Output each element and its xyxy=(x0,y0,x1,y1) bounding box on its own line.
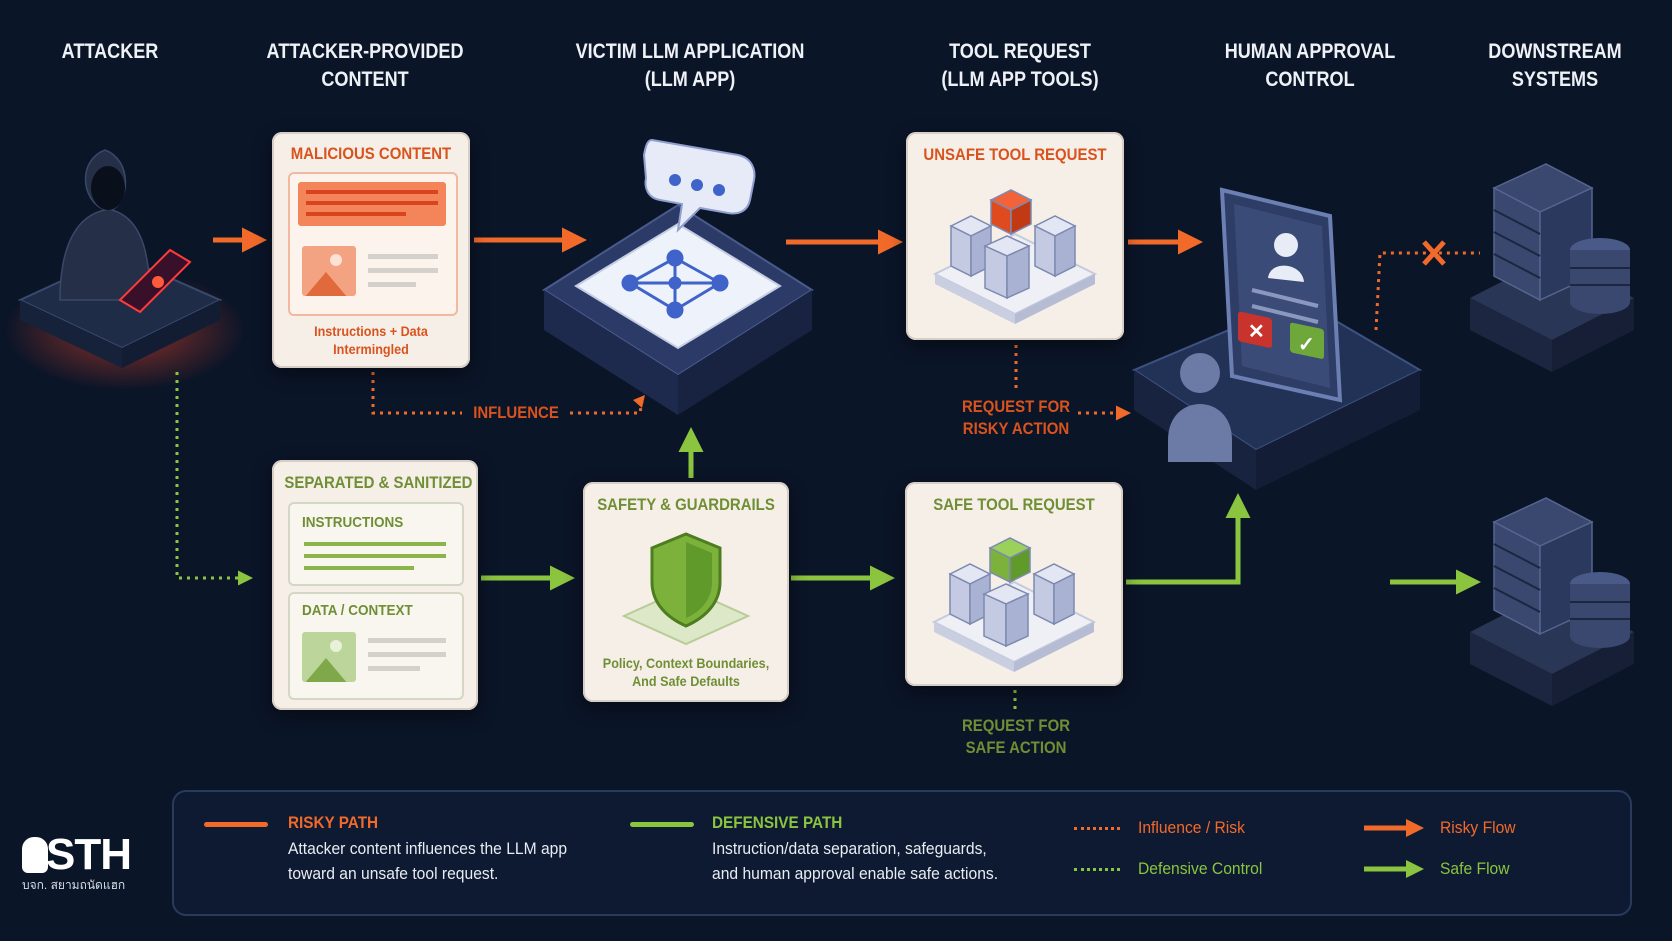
malicious-caption: Instructions + Data Intermingled xyxy=(314,323,428,357)
header-victim-app: VICTIM LLM APPLICATION (LLM APP) xyxy=(575,40,805,91)
legend-panel: RISKY PATH Attacker content influences t… xyxy=(172,790,1632,916)
safety-guardrails-card: SAFETY & GUARDRAILS Policy, Context Boun… xyxy=(583,482,789,702)
header-tool-request: TOOL REQUEST (LLM APP TOOLS) xyxy=(941,40,1099,91)
safe-flow-label: Safe Flow xyxy=(1440,859,1510,878)
shield-icon xyxy=(621,532,751,646)
server-icon-blocked xyxy=(1470,163,1634,372)
defensive-path-title: DEFENSIVE PATH xyxy=(712,813,843,832)
malicious-content-title: MALICIOUS CONTENT xyxy=(290,144,452,163)
safe-arrow-3 xyxy=(1126,493,1251,585)
image-icon xyxy=(302,632,356,682)
unsafe-tool-request-card: UNSAFE TOOL REQUEST xyxy=(906,132,1124,340)
risky-flow-arrow-icon xyxy=(1364,819,1424,837)
header-attacker: ATTACKER xyxy=(61,40,159,63)
separated-sanitized-card: SEPARATED & SANITIZED INSTRUCTIONS DATA … xyxy=(272,460,478,710)
blocked-path xyxy=(1374,251,1480,331)
risky-path-swatch xyxy=(204,822,268,827)
instructions-box: INSTRUCTIONS xyxy=(288,502,464,586)
data-context-box: DATA / CONTEXT xyxy=(288,592,464,700)
data-context-label: DATA / CONTEXT xyxy=(302,602,413,619)
defensive-path-desc: Instruction/data separation, safeguards,… xyxy=(712,839,999,883)
risky-path-desc: Attacker content influences the LLM app … xyxy=(288,839,568,883)
instructions-label: INSTRUCTIONS xyxy=(302,514,404,531)
header-attacker-content: ATTACKER-PROVIDED CONTENT xyxy=(266,40,464,91)
svg-text:✓: ✓ xyxy=(1298,334,1315,356)
cubes-risk-icon xyxy=(932,189,1098,324)
blocked-x-icon xyxy=(1422,240,1446,266)
safe-action-label: REQUEST FOR SAFE ACTION xyxy=(961,716,1071,757)
safe-tool-title: SAFE TOOL REQUEST xyxy=(933,495,1095,514)
influence-label: INFLUENCE xyxy=(473,403,559,422)
logo-subtext: บจก. สยามถนัดแฮก xyxy=(22,878,126,892)
guardrails-title: SAFETY & GUARDRAILS xyxy=(597,495,775,514)
header-human-approval: HUMAN APPROVAL CONTROL xyxy=(1224,40,1396,91)
svg-text:✕: ✕ xyxy=(1248,321,1265,343)
separated-title: SEPARATED & SANITIZED xyxy=(284,473,473,492)
human-approval-icon: ✕ ✓ xyxy=(1131,187,1423,490)
guardrails-caption: Policy, Context Boundaries, And Safe Def… xyxy=(602,655,770,689)
safe-tool-request-card: SAFE TOOL REQUEST xyxy=(905,482,1123,686)
image-icon xyxy=(302,246,356,296)
influence-dotted-path xyxy=(371,372,644,415)
defensive-path-swatch xyxy=(630,822,694,827)
header-downstream: DOWNSTREAM SYSTEMS xyxy=(1488,40,1622,91)
influence-risk-swatch xyxy=(1074,827,1120,830)
unsafe-tool-title: UNSAFE TOOL REQUEST xyxy=(923,145,1107,164)
risky-action-label: REQUEST FOR RISKY ACTION xyxy=(961,397,1071,438)
safe-flow-arrow-icon xyxy=(1364,860,1424,878)
malicious-content-card: MALICIOUS CONTENT Instructions + Data In… xyxy=(272,132,470,368)
logo-text: STH xyxy=(22,830,132,880)
defensive-control-label: Defensive Control xyxy=(1138,859,1263,878)
cat-logo-icon xyxy=(22,837,48,873)
defensive-dotted-path xyxy=(175,372,253,586)
defensive-control-swatch xyxy=(1074,868,1120,871)
attacker-icon xyxy=(5,149,245,390)
risky-flow-label: Risky Flow xyxy=(1440,818,1516,837)
influence-risk-label: Influence / Risk xyxy=(1138,818,1245,837)
sth-logo: STH บจก. สยามถนัดแฮก xyxy=(22,830,132,895)
cubes-safe-icon xyxy=(931,537,1097,672)
llm-app-icon xyxy=(542,138,814,415)
risky-path-title: RISKY PATH xyxy=(288,813,379,832)
malicious-doc xyxy=(288,172,458,316)
server-icon-safe xyxy=(1470,497,1634,706)
